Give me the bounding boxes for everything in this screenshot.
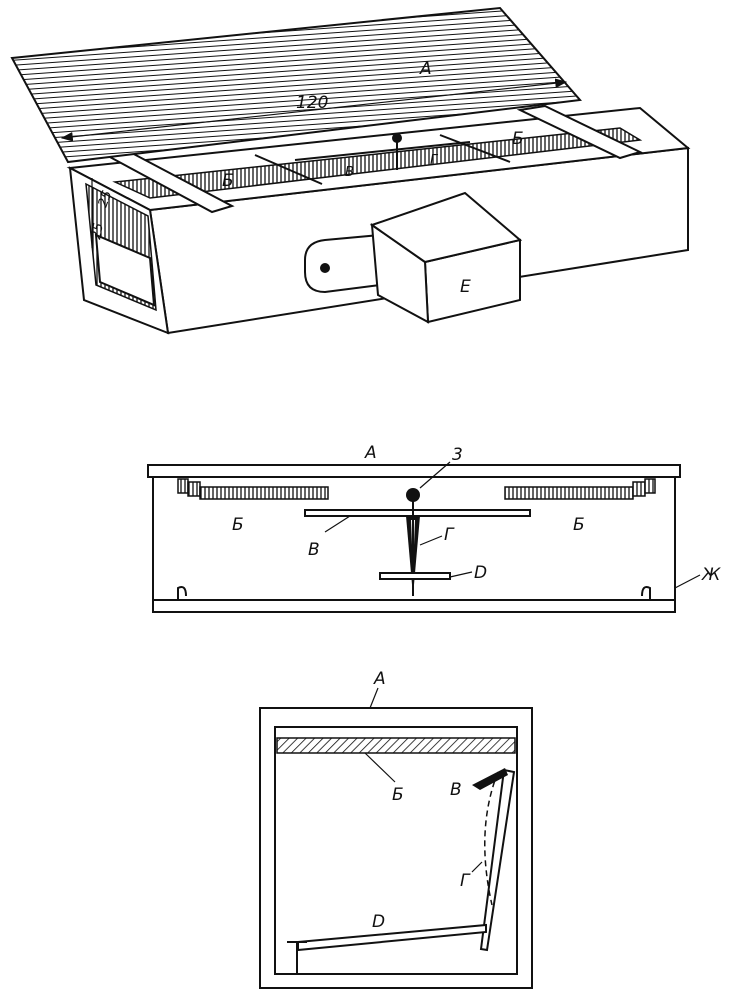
end-latch-v [472, 768, 508, 790]
label-side-zh: Ж [701, 565, 721, 585]
side-bait-d [379, 572, 451, 580]
label-end-v: В [450, 780, 462, 800]
label-side-a: А [364, 443, 377, 463]
label-end-b: Б [392, 785, 404, 805]
label-side-d: D [474, 563, 487, 583]
box-interior [112, 127, 643, 199]
end-view: А Б В Г D [259, 669, 533, 989]
end-plate-g [479, 768, 516, 952]
side-bracket [304, 233, 381, 294]
perspective-view: А 120 Б Б В Г Е 25 25 [10, 6, 691, 335]
label-end-g: Г [460, 871, 471, 891]
side-shelf-left-top [177, 478, 189, 494]
side-lid [147, 464, 681, 478]
leader-d [449, 571, 473, 578]
label-side-v: В [308, 540, 320, 560]
label-b-left: Б [222, 171, 234, 191]
leader-zh [674, 574, 701, 589]
label-e: Е [460, 277, 471, 297]
label-dim-side-a: 25 [96, 189, 116, 210]
side-shelf-left-main [199, 486, 329, 500]
side-shelf-right-main [504, 486, 634, 500]
side-shelf-left [187, 481, 201, 497]
leader-end-a [369, 687, 379, 709]
box-e-top [369, 191, 523, 264]
side-plate-v [304, 509, 531, 517]
label-side-g: Г [444, 525, 455, 545]
label-dim-side-b: 25 [89, 222, 107, 241]
end-swing-arc [484, 771, 499, 906]
label-side-b-left: Б [232, 515, 244, 535]
side-post-right [641, 586, 651, 600]
leader-g [419, 535, 443, 546]
label-side-3: 3 [452, 445, 463, 465]
label-v: В [345, 165, 354, 180]
side-view: А 3 Б Б В Г D Ж [147, 443, 721, 613]
label-b-right: Б [512, 129, 524, 149]
leader-v [324, 515, 351, 533]
side-post-left [177, 586, 187, 600]
end-board-b [276, 737, 516, 754]
side-shelf-right-top [644, 478, 656, 494]
dimension-line-120 [60, 78, 568, 142]
bracket-hole [320, 263, 330, 273]
side-shelf-right [632, 481, 646, 497]
leader-end-b [364, 752, 396, 783]
label-side-b-right: Б [573, 515, 585, 535]
partition-1 [254, 154, 323, 185]
inner-rod [294, 141, 471, 161]
label-dim-120: 120 [296, 93, 328, 113]
leader-3 [419, 461, 451, 489]
label-end-d: D [372, 912, 385, 932]
side-pivot [406, 488, 420, 502]
label-end-a: А [373, 669, 386, 689]
label-roof-a: А [419, 59, 432, 79]
box-left-opening-inner [94, 233, 156, 307]
label-g: Г [430, 153, 439, 168]
leader-end-g [471, 861, 483, 873]
